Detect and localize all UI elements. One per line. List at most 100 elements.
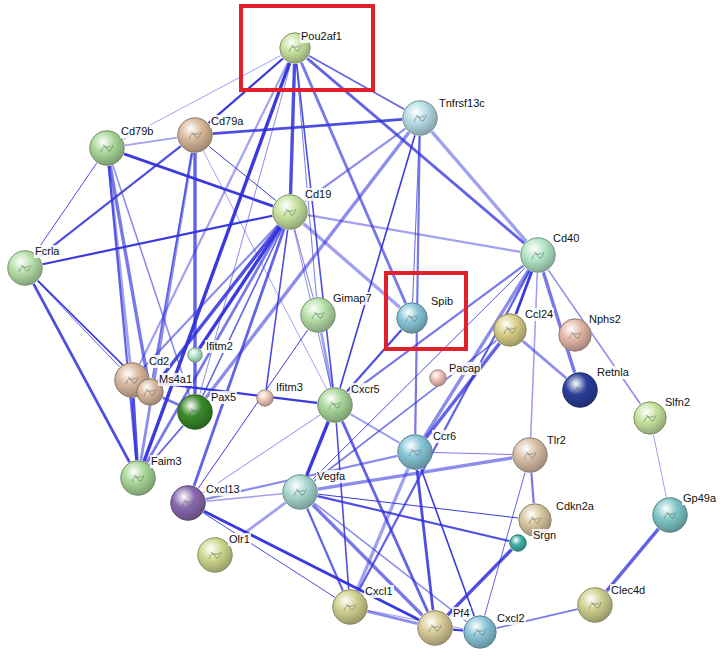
- gene-label: Pax5: [210, 391, 237, 404]
- node-sphere: [187, 347, 203, 363]
- structure-glyph: [312, 312, 324, 319]
- highlight-box: [386, 273, 466, 349]
- protein-node: Tnfrsf13c: [402, 100, 438, 136]
- interaction-edge: [426, 343, 499, 437]
- interaction-edge: [358, 271, 529, 591]
- structure-glyph: [474, 629, 486, 636]
- structure-glyph: [529, 517, 541, 524]
- node-sphere: [577, 587, 613, 623]
- structure-glyph: [406, 315, 418, 322]
- gene-label: Cxcr5: [350, 383, 381, 396]
- node-sphere: [396, 302, 428, 334]
- node-sphere: [272, 194, 308, 230]
- interaction-edge: [159, 226, 279, 381]
- node-circle: [283, 475, 317, 509]
- gene-label: Vegfa: [316, 470, 346, 483]
- gene-label: Ccl24: [524, 308, 554, 321]
- node-sphere: [170, 485, 206, 521]
- node-sphere: [562, 372, 598, 408]
- node-sphere: [332, 589, 368, 625]
- interaction-edge: [425, 270, 529, 436]
- interaction-edge: [204, 511, 419, 620]
- protein-node: Cd79b: [89, 130, 125, 166]
- interaction-edge: [35, 163, 97, 253]
- interaction-edge: [415, 136, 419, 434]
- protein-node: Vegfa: [282, 474, 318, 510]
- interaction-edge: [266, 230, 287, 389]
- structure-glyph: [284, 209, 296, 216]
- node-circle: [563, 373, 597, 407]
- protein-node: Cxcl1: [332, 589, 368, 625]
- gene-label: Slfn2: [664, 396, 691, 409]
- node-circle: [430, 370, 446, 386]
- structure-glyph: [664, 512, 676, 519]
- gene-label: Fcrla: [34, 245, 60, 258]
- structure-glyph: [574, 387, 586, 394]
- structure-glyph: [189, 132, 201, 139]
- node-circle: [333, 590, 367, 624]
- interaction-edge: [313, 268, 525, 480]
- gene-label: Tnfrsf13c: [438, 97, 486, 110]
- protein-node: Spib: [396, 302, 428, 334]
- protein-node: Cd19: [272, 194, 308, 230]
- node-circle: [178, 118, 212, 152]
- node-sphere: [633, 401, 667, 435]
- interaction-edge: [523, 341, 566, 378]
- node-sphere: [177, 394, 213, 430]
- interaction-edge: [144, 63, 289, 461]
- node-circle: [397, 303, 427, 333]
- structure-glyph: [344, 604, 356, 611]
- gene-label: Srgn: [532, 529, 557, 542]
- protein-node: Tlr2: [512, 437, 548, 473]
- structure-glyph: [209, 552, 221, 559]
- gene-label: Cd79b: [120, 125, 154, 138]
- node-sphere: [282, 474, 318, 510]
- protein-node: Pacap: [429, 369, 447, 387]
- interaction-edge: [209, 146, 276, 200]
- gene-label: Cxcl13: [205, 483, 241, 496]
- interaction-edge: [432, 132, 527, 242]
- protein-node: Olr1: [197, 537, 233, 573]
- interaction-edge: [318, 496, 510, 541]
- node-circle: [494, 314, 526, 346]
- gene-label: Cxcl2: [496, 612, 526, 625]
- interaction-edge: [125, 138, 177, 146]
- protein-node: Cd40: [520, 237, 556, 273]
- interaction-edge: [313, 505, 423, 615]
- protein-node: Ms4a1: [136, 378, 164, 406]
- interaction-edge: [318, 494, 518, 518]
- node-sphere: [256, 389, 274, 407]
- structure-glyph: [294, 489, 306, 496]
- structure-glyph: [569, 332, 581, 339]
- interaction-edge: [109, 166, 137, 460]
- structure-glyph: [504, 327, 516, 334]
- interaction-edge: [113, 165, 190, 395]
- node-circle: [257, 390, 273, 406]
- interaction-edge: [321, 333, 331, 388]
- node-sphere: [512, 437, 548, 473]
- interaction-edge: [308, 215, 521, 252]
- interaction-edge: [607, 529, 659, 591]
- interaction-edge: [144, 225, 277, 367]
- node-circle: [578, 588, 612, 622]
- gene-label: Ifitm3: [275, 381, 304, 394]
- protein-node: Ccr6: [397, 434, 433, 470]
- gene-label: Cd40: [552, 232, 580, 245]
- gene-label: Ccr6: [432, 430, 457, 443]
- gene-label: Spib: [430, 295, 454, 308]
- node-circle: [464, 616, 496, 648]
- protein-node: Nphs2: [558, 318, 592, 352]
- protein-node: Fcrla: [7, 250, 43, 286]
- protein-node: Cxcr5: [317, 387, 353, 423]
- protein-node: Cxcl2: [463, 615, 497, 649]
- interaction-edge: [305, 129, 406, 202]
- structure-glyph: [289, 45, 301, 52]
- protein-node: Ifitm2: [187, 347, 203, 363]
- node-circle: [634, 402, 666, 434]
- structure-glyph: [101, 145, 113, 152]
- interaction-edge: [653, 435, 666, 498]
- node-sphere: [509, 534, 527, 552]
